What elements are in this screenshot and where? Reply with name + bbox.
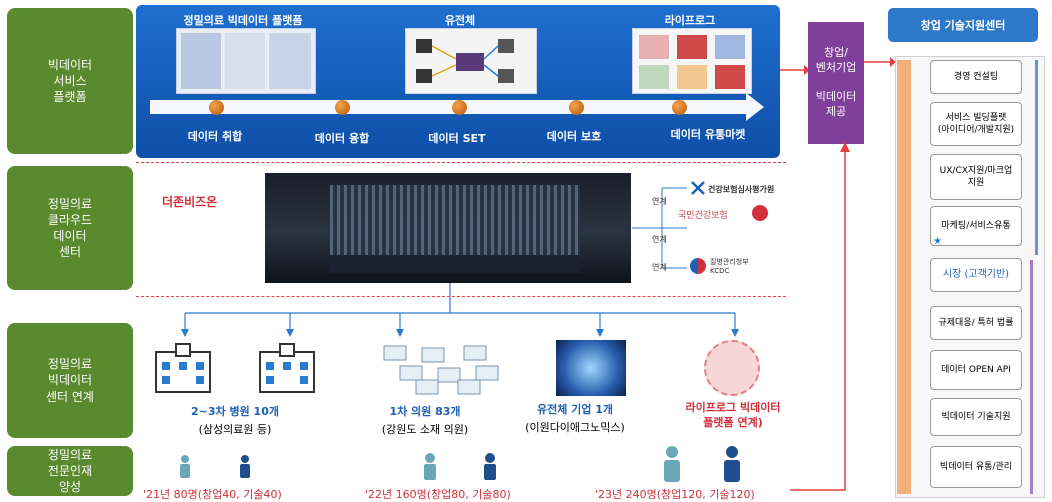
nhis-logo-icon (752, 205, 768, 221)
partner-hira: 건강보험심사평가원 (708, 185, 775, 194)
partner-nhis: 국민건강보험 (678, 211, 728, 221)
partner-kcdc: 질병관리청부 KCDC (710, 258, 749, 276)
link-label-1: 연계 (652, 197, 667, 206)
support-item-open-api: 데이터 OPEN API (930, 350, 1022, 390)
startup-label: 창업/ 벤처기업 (815, 46, 857, 75)
genome-diagram (405, 28, 537, 94)
topic-platform: 정밀의료 빅데이터 플랫폼 (183, 14, 303, 27)
separator-2 (136, 296, 786, 297)
talent-2023: '23년 240명(창업120, 기술120) (595, 488, 755, 501)
platform-screenshot (176, 28, 316, 94)
partner-link-lines (632, 187, 687, 269)
feedback-loop-line (790, 142, 850, 491)
person-icons-2022 (424, 453, 496, 480)
genome-company-sub: (이원다이애그노믹스) (525, 421, 625, 434)
stage-collect: 데이터 취합 (187, 130, 243, 143)
stage-dot-1 (209, 100, 224, 115)
genome-company-label: 유전체 기업 1개 (536, 403, 614, 416)
person-icons-2021 (180, 455, 250, 478)
hospital-icon (155, 343, 315, 393)
topic-lifelog: 라이프로그 (664, 14, 716, 27)
stage-protect: 데이터 보호 (546, 130, 602, 143)
datacenter-building-facade (330, 185, 580, 255)
hospital-label: 2~3차 병원 10개 (191, 405, 279, 418)
support-item-marketing: 마케팅/서비스유통 (930, 206, 1022, 246)
person-icons-2023 (664, 446, 740, 482)
lifelog-icon (704, 340, 760, 396)
stage-set: 데이터 SET (428, 132, 486, 145)
link-label-2: 연계 (652, 235, 667, 244)
hira-logo-icon (690, 180, 706, 196)
clinic-icon (383, 345, 499, 395)
douzone-name: 더존비즈온 (162, 195, 218, 209)
stage-dot-2 (335, 100, 350, 115)
support-item-consulting: 경영 컨설팅 (930, 60, 1022, 94)
talent-2022: '22년 160명(창업80, 기술80) (365, 488, 511, 501)
talent-2021: '21년 80명(창업40, 기술40) (143, 488, 282, 501)
support-center-title: 창업 기술지원센터 (888, 8, 1038, 42)
support-item-tech-support: 빅데이터 기술지원 (930, 398, 1022, 436)
center-link-lines (181, 283, 739, 337)
support-item-service-building: 서비스 빌딩플랫 (아이디어/개발지원) (930, 102, 1022, 146)
hospital-sub: (삼성의료원 등) (198, 423, 272, 436)
support-item-market: 시장 (고객기반) (930, 258, 1022, 292)
stage-dot-4 (569, 100, 584, 115)
arrow-to-support (864, 57, 896, 67)
genome-company-image (556, 340, 626, 396)
stage-dot-5 (672, 100, 687, 115)
clinic-sub: (강원도 소재 의원) (381, 423, 469, 436)
label-bigdata-platform: 빅데이터 서비스 플랫폼 (7, 8, 133, 154)
support-item-distribution: 빅데이터 유통/관리 (930, 446, 1022, 488)
lifelog-label: 라이프로그 빅데이터 플랫폼 연계) (685, 401, 781, 430)
kcdc-logo-icon (690, 258, 706, 274)
arrow-to-startup (780, 65, 810, 75)
support-center-purple-line (1030, 260, 1033, 494)
link-label-3: 연계 (652, 263, 667, 272)
data-flow-arrow (150, 100, 748, 114)
label-cloud-datacenter: 정밀의료 클라우드 데이터 센터 (7, 166, 133, 290)
topic-genome: 유전체 (444, 14, 476, 27)
support-center-blue-line (1035, 60, 1038, 255)
star-icon: ★ (933, 236, 942, 247)
clinic-label: 1차 의원 83개 (389, 405, 461, 418)
building-base (330, 255, 580, 273)
label-bigdata-center-link: 정밀의료 빅데이터 센터 연계 (7, 323, 133, 438)
label-talent-training: 정밀의료 전문인재 양성 (7, 446, 133, 496)
separator-1 (136, 162, 786, 163)
data-flow-arrowhead (746, 93, 764, 121)
stage-dot-3 (452, 100, 467, 115)
data-provide-label: 빅데이터 제공 (815, 90, 857, 118)
stage-market: 데이터 유통마켓 (670, 128, 746, 141)
lifelog-diagram (632, 28, 752, 94)
support-item-regulation: 규제대응/ 특허 법률 (930, 306, 1022, 340)
startup-venture-box: 창업/ 벤처기업 빅데이터 제공 (808, 22, 864, 144)
stage-fusion: 데이터 융합 (314, 132, 370, 145)
support-item-ux: UX/CX지원/마크업 지원 (930, 154, 1022, 200)
support-center-vertical-bar (897, 60, 911, 494)
